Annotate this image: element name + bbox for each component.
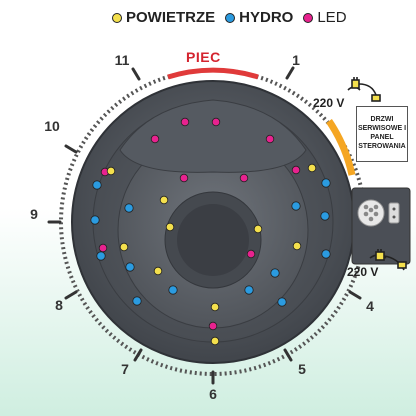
voltage-label-bottom: 220 V [347, 265, 379, 279]
clock-label-4: 4 [366, 298, 374, 314]
legend-label: LED [317, 9, 347, 26]
clock-label-7: 7 [121, 361, 129, 377]
legend-label: HYDRO [239, 9, 294, 26]
voltage-label-top: 220 V [313, 96, 345, 110]
hydro-dot-icon [225, 12, 236, 23]
control-unit [351, 187, 411, 265]
led-dot-icon [303, 12, 314, 23]
hydro-markers [90, 178, 331, 307]
plug-icon-bottom [369, 249, 407, 271]
clock-label-1: 1 [292, 52, 300, 68]
clock-label-9: 9 [30, 206, 38, 222]
legend-label: POWIETRZE [126, 9, 216, 26]
furnace-label: PIEC [186, 49, 221, 65]
legend-item-hydro: HYDRO [225, 9, 293, 26]
plug-icon-top [347, 77, 381, 102]
legend-item-powietrze: POWIETRZE [112, 9, 215, 26]
service-panel-label: DRZWI SERWISOWE I PANEL STEROWANIA [356, 106, 408, 162]
panel-line-1: DRZWI [370, 116, 394, 123]
panel-line-2: SERWISOWE I [357, 125, 407, 132]
clock-label-8: 8 [55, 297, 63, 313]
air-dot-icon [112, 12, 122, 23]
center-seat-inner [177, 204, 249, 276]
service-panel-arc [326, 119, 356, 176]
legend: POWIETRZE HYDRO LED [112, 9, 347, 26]
upper-ledge [119, 99, 307, 173]
legend-item-led: LED [303, 9, 347, 26]
panel-line-3: PANEL [370, 134, 394, 141]
panel-line-4: STEROWANIA [358, 143, 406, 150]
clock-ticks [47, 66, 362, 385]
furnace-arc [167, 67, 259, 80]
clock-label-10: 10 [44, 118, 60, 134]
clock-label-5: 5 [298, 361, 306, 377]
clock-label-6: 6 [209, 386, 217, 402]
clock-label-11: 11 [114, 52, 130, 68]
air-markers [106, 163, 317, 346]
